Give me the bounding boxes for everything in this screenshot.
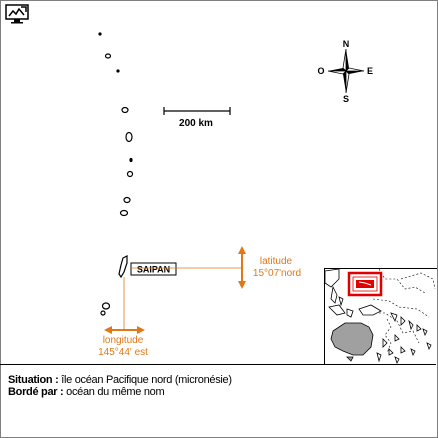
- situation-value: île océan Pacifique nord (micronésie): [58, 374, 232, 386]
- info-panel: Situation : île océan Pacifique nord (mi…: [0, 364, 436, 437]
- island: [123, 196, 131, 204]
- compass-west: O: [317, 66, 324, 76]
- map-tool-icon[interactable]: [5, 4, 29, 24]
- island: [98, 32, 102, 36]
- longitude-indicator: longitude 145°44' est: [98, 277, 148, 358]
- longitude-value: 145°44' est: [98, 347, 148, 358]
- island: [125, 131, 133, 143]
- island: [104, 53, 112, 59]
- latitude-indicator: latitude 15°07'nord: [131, 246, 301, 289]
- island: [100, 310, 106, 316]
- island: [129, 157, 133, 163]
- compass-rose: N S E O: [317, 39, 373, 104]
- island: [101, 302, 111, 310]
- locator-inset: [324, 268, 437, 365]
- longitude-label: longitude: [103, 335, 144, 346]
- compass-south: S: [343, 94, 349, 104]
- island: [126, 170, 134, 178]
- scale-bar: 200 km: [163, 107, 231, 129]
- island-saipan: [118, 255, 128, 279]
- compass-north: N: [343, 39, 350, 49]
- main-map: SAIPAN 200 km N S E O latitude 15°07'nor…: [98, 32, 373, 358]
- borde-value: océan du même nom: [63, 386, 165, 398]
- island: [121, 106, 129, 114]
- latitude-value: 15°07'nord: [253, 268, 301, 279]
- borde-label: Bordé par :: [8, 386, 64, 398]
- locator-land: [324, 268, 340, 288]
- island-chain: [98, 32, 134, 316]
- locator-map: [324, 268, 436, 365]
- locator-australia: [330, 322, 374, 356]
- situation-line: Situation : île océan Pacifique nord (mi…: [8, 374, 232, 386]
- latitude-label: latitude: [260, 256, 293, 267]
- locator-highlight: [347, 271, 383, 297]
- situation-label: Situation :: [8, 374, 59, 386]
- island: [119, 209, 129, 217]
- island: [116, 69, 120, 73]
- borde-line: Bordé par : océan du même nom: [8, 386, 165, 398]
- compass-east: E: [367, 66, 373, 76]
- island-label-box: [130, 262, 177, 276]
- island-label: SAIPAN: [137, 265, 170, 275]
- scale-label: 200 km: [179, 118, 213, 129]
